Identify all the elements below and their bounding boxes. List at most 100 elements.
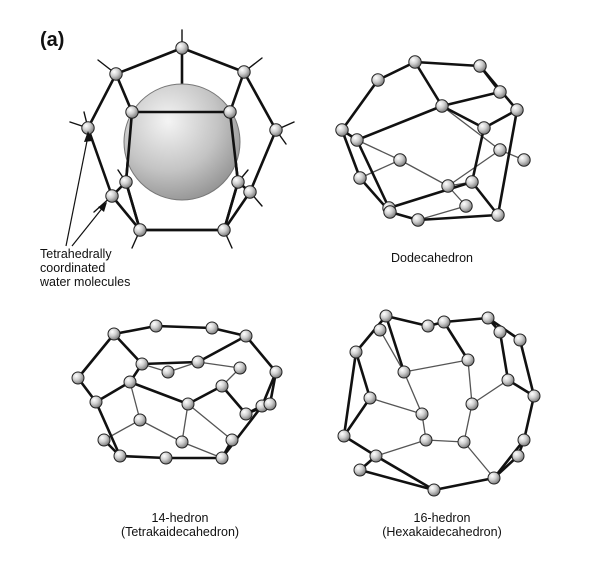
water-molecule: [397, 365, 411, 379]
annotation-line-1: Tetrahedrally: [40, 247, 112, 261]
water-molecule: [371, 73, 385, 87]
water-molecule: [383, 205, 397, 219]
annotation: Tetrahedrally coordinated water molecule…: [39, 131, 130, 289]
water-molecule: [161, 365, 175, 379]
water-molecule: [510, 103, 524, 117]
hydrogen-bond-front: [110, 194, 142, 232]
hydrogen-bond-front: [342, 396, 372, 438]
water-molecule: [363, 391, 377, 405]
water-molecule: [511, 449, 525, 463]
water-molecule: [491, 208, 505, 222]
guest-molecule-sphere: [123, 83, 241, 201]
hydrogen-bond-front: [384, 314, 430, 328]
dodecahedron-structure: [335, 55, 531, 227]
water-molecules: [335, 55, 531, 227]
annotation-line-3: water molecules: [39, 275, 130, 289]
water-molecule: [415, 407, 429, 421]
water-molecule: [105, 189, 119, 203]
water-molecule: [71, 371, 85, 385]
water-molecule: [501, 373, 515, 387]
hydrogen-bond-front: [196, 334, 248, 364]
hydrogen-bond-front: [440, 104, 486, 130]
water-molecule: [263, 397, 277, 411]
16-hedron-structure: [337, 309, 541, 497]
water-molecule: [191, 355, 205, 369]
hydrogen-bond-front: [76, 332, 116, 380]
annotation-line-2: coordinated: [40, 261, 105, 275]
water-molecule: [493, 325, 507, 339]
hydrogen-bond-front: [442, 316, 490, 324]
water-molecule: [349, 345, 363, 359]
water-molecule: [459, 199, 473, 213]
hydrogen-bond-front: [118, 454, 168, 460]
water-molecule: [89, 395, 103, 409]
water-molecule: [125, 105, 139, 119]
hydrogen-bond-front: [114, 46, 184, 76]
water-molecule: [135, 357, 149, 371]
water-molecule: [119, 175, 133, 189]
hydrogen-bond-front: [355, 104, 444, 142]
hydrogen-bond-back: [403, 371, 423, 415]
hydrogen-bond-front: [496, 108, 519, 217]
hydrogen-bond-back: [197, 361, 241, 369]
water-molecule: [225, 433, 239, 447]
hydrogen-bond-front: [94, 400, 122, 458]
14-hedron-caption-line-2: (Tetrakaidecahedron): [121, 525, 239, 539]
water-molecule: [239, 407, 253, 421]
water-molecule: [419, 433, 433, 447]
hydrogen-bond-front: [242, 70, 278, 132]
hydrogen-bond-front: [180, 46, 246, 74]
water-molecule: [109, 67, 123, 81]
hydrogen-bond-front: [112, 324, 158, 336]
water-molecule: [269, 123, 283, 137]
cage-with-guest-structure: [69, 29, 295, 249]
water-molecule: [239, 329, 253, 343]
hydrogen-bond-front: [387, 180, 474, 210]
hydrogen-bond-front: [413, 60, 482, 68]
hydrogen-bond-back: [463, 441, 495, 479]
water-molecule: [269, 365, 283, 379]
hydrogen-bond-front: [355, 138, 391, 210]
water-molecule: [441, 179, 455, 193]
hydrogen-bond-back: [441, 105, 501, 151]
hydrogen-bond-back: [379, 329, 405, 373]
water-molecule: [215, 451, 229, 465]
water-molecule: [435, 99, 449, 113]
hydrogen-bond-front: [128, 380, 190, 406]
hydrogen-bond-back: [187, 403, 233, 441]
water-molecule: [517, 153, 531, 167]
water-molecule: [231, 175, 245, 189]
hydrogen-bond-front: [112, 332, 144, 366]
hydrogen-bond-front: [140, 360, 200, 366]
water-molecule: [149, 319, 163, 333]
water-molecule: [457, 435, 471, 449]
water-molecule: [159, 451, 173, 465]
water-molecule: [217, 223, 231, 237]
water-molecules: [337, 309, 541, 497]
water-molecule: [473, 59, 487, 73]
panel-label: (a): [40, 29, 64, 51]
water-molecule: [437, 315, 451, 329]
water-molecule: [393, 153, 407, 167]
hydrogen-bond-front: [340, 78, 380, 132]
annotation-arrow: [71, 205, 105, 247]
hydrogen-bond-front: [94, 380, 132, 404]
water-molecule: [243, 185, 257, 199]
14-hedron-structure: [71, 319, 283, 465]
hydrogen-bond-front: [470, 180, 500, 217]
water-molecule: [487, 471, 501, 485]
water-molecule: [411, 213, 425, 227]
water-molecule: [97, 433, 111, 447]
water-molecule: [461, 353, 475, 367]
water-molecule: [408, 55, 422, 69]
hydrogen-bond-front: [470, 126, 486, 184]
hydrogen-bond-front: [244, 334, 278, 374]
water-molecule: [133, 413, 147, 427]
water-molecule: [175, 41, 189, 55]
annotation-arrowhead: [84, 131, 92, 142]
annotation-arrow: [65, 135, 89, 247]
hydrogen-bond-front: [222, 180, 240, 232]
hydrogen-bond-back: [356, 139, 401, 161]
hydrogen-bond-front: [432, 476, 496, 492]
